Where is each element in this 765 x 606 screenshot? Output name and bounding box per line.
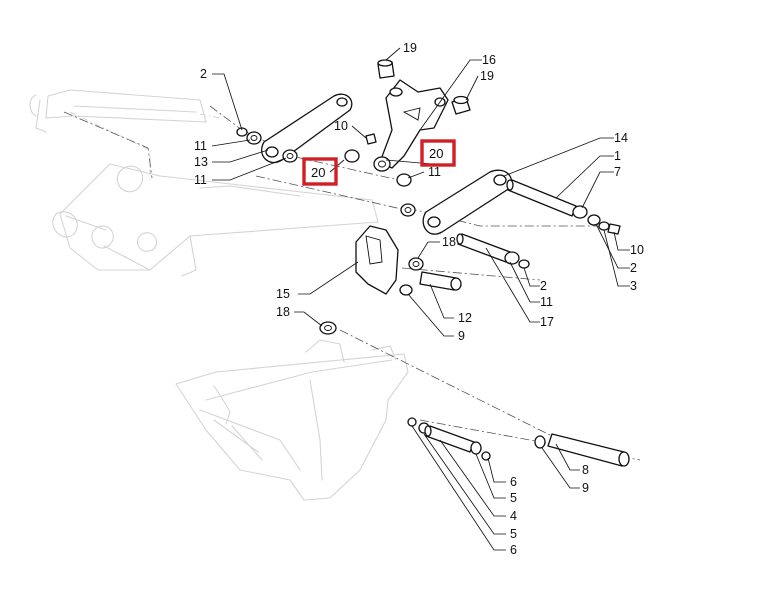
highlight-label-20-right: 20	[429, 146, 443, 161]
label-19-right: 19	[480, 69, 494, 83]
washer-part-18-lower	[319, 321, 337, 335]
label-16: 16	[482, 53, 496, 67]
label-3: 3	[630, 279, 637, 293]
label-14: 14	[614, 131, 628, 145]
label-2-right: 2	[630, 261, 637, 275]
pin-part-10-upper	[365, 133, 377, 145]
label-2-mid: 2	[540, 279, 547, 293]
ring-part-2-mid	[518, 259, 530, 269]
label-6-upper: 6	[510, 475, 517, 489]
label-11-center: 11	[428, 165, 441, 179]
label-13: 13	[194, 155, 208, 169]
label-11-mid: 11	[540, 295, 553, 309]
label-10-upper: 10	[334, 119, 348, 133]
washer-part-18-upper	[408, 257, 424, 271]
washer-part-11-lower	[282, 149, 298, 163]
highlight-box-20-right	[420, 139, 456, 167]
washer-part-11-right	[396, 173, 412, 187]
highlight-callouts: 20 20	[302, 139, 456, 186]
bushing-part-20-right	[373, 156, 391, 172]
label-2-left: 2	[200, 67, 207, 81]
label-1: 1	[614, 149, 621, 163]
label-12: 12	[458, 311, 472, 325]
leader-lines	[211, 47, 630, 551]
label-8: 8	[582, 463, 589, 477]
label-15: 15	[276, 287, 290, 301]
label-9-lower: 9	[582, 481, 589, 495]
ghost-machine	[29, 89, 409, 501]
ring-part-2-left	[236, 127, 248, 137]
washer-part-11-mid	[504, 251, 520, 265]
highlight-label-20-left: 20	[311, 165, 325, 180]
pin-part-17	[457, 233, 511, 263]
label-19-top: 19	[403, 41, 417, 55]
pin-part-1	[507, 179, 577, 217]
nipple-part-9-lower	[534, 435, 546, 449]
bushing-part-20-left	[344, 149, 360, 163]
washer-part-6-left	[407, 417, 417, 427]
label-4: 4	[510, 509, 517, 523]
washer-part-5-right	[470, 441, 482, 455]
pin-part-10-right	[607, 223, 621, 235]
label-11-left-lower: 11	[194, 173, 207, 187]
label-10-right: 10	[630, 243, 644, 257]
pin-part-4	[425, 425, 475, 453]
label-9-upper: 9	[458, 329, 465, 343]
nipple-part-9-upper	[399, 284, 413, 296]
ring-part-2-right	[587, 214, 601, 226]
label-18-upper: 18	[442, 235, 456, 249]
washer-part-6-right	[481, 451, 491, 461]
sleeve-part-12	[419, 271, 457, 291]
label-5-upper: 5	[510, 491, 517, 505]
label-6-lower: 6	[510, 543, 517, 557]
parts	[236, 59, 630, 467]
label-11-left-upper: 11	[194, 139, 207, 153]
highlight-box-20-left	[302, 157, 338, 186]
link-part-13	[261, 93, 353, 164]
washer-part-7	[572, 205, 588, 219]
label-18-lower: 18	[276, 305, 290, 319]
washer-part-3	[598, 221, 610, 231]
label-7: 7	[614, 165, 621, 179]
washer-part-11-upper	[246, 131, 262, 145]
washer-part-11-low	[400, 203, 416, 217]
label-17: 17	[540, 315, 554, 329]
part-labels: 19 16 19 2 10 11 13 11 11 14 1 7 10 2 3 …	[194, 41, 644, 557]
bracket-part-15	[355, 225, 399, 295]
label-5-lower: 5	[510, 527, 517, 541]
